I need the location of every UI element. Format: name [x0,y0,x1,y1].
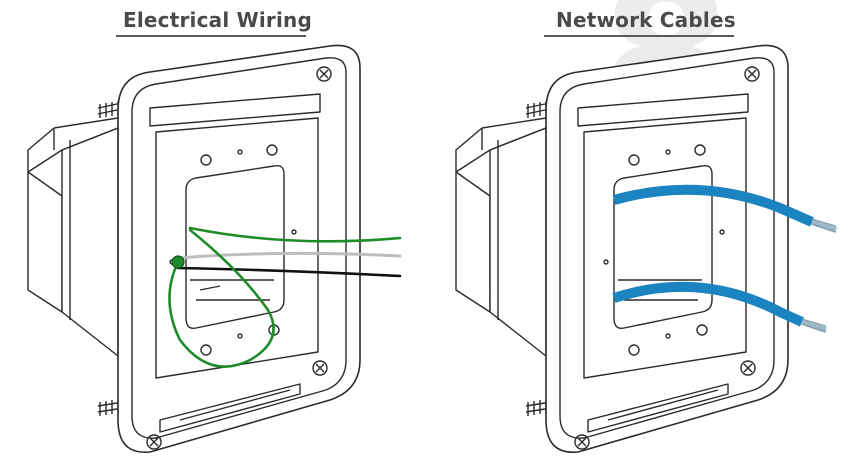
hot-wire [176,266,402,278]
box-opening-left [185,164,285,329]
network-cable-bottom [612,281,805,327]
inner-plate-left [149,93,321,127]
inner-plate-right [577,93,749,127]
electrical-wiring-underline [116,35,306,37]
back-box-right [455,117,547,357]
electrical-wiring-title: Electrical Wiring [123,8,312,32]
network-cable-top [612,184,815,227]
electrical-wiring-illustration [27,44,361,453]
ground-wire-loop [168,228,275,368]
network-cables-title: Network Cables [556,8,736,32]
ground-wire [188,226,402,243]
electrical-wires [168,226,402,368]
network-cables [612,184,837,333]
network-cables-illustration [455,44,789,453]
network-cables-underline [544,35,734,37]
back-box-left [27,117,119,357]
ground-wire-nut [171,255,185,269]
neutral-wire [176,251,402,260]
